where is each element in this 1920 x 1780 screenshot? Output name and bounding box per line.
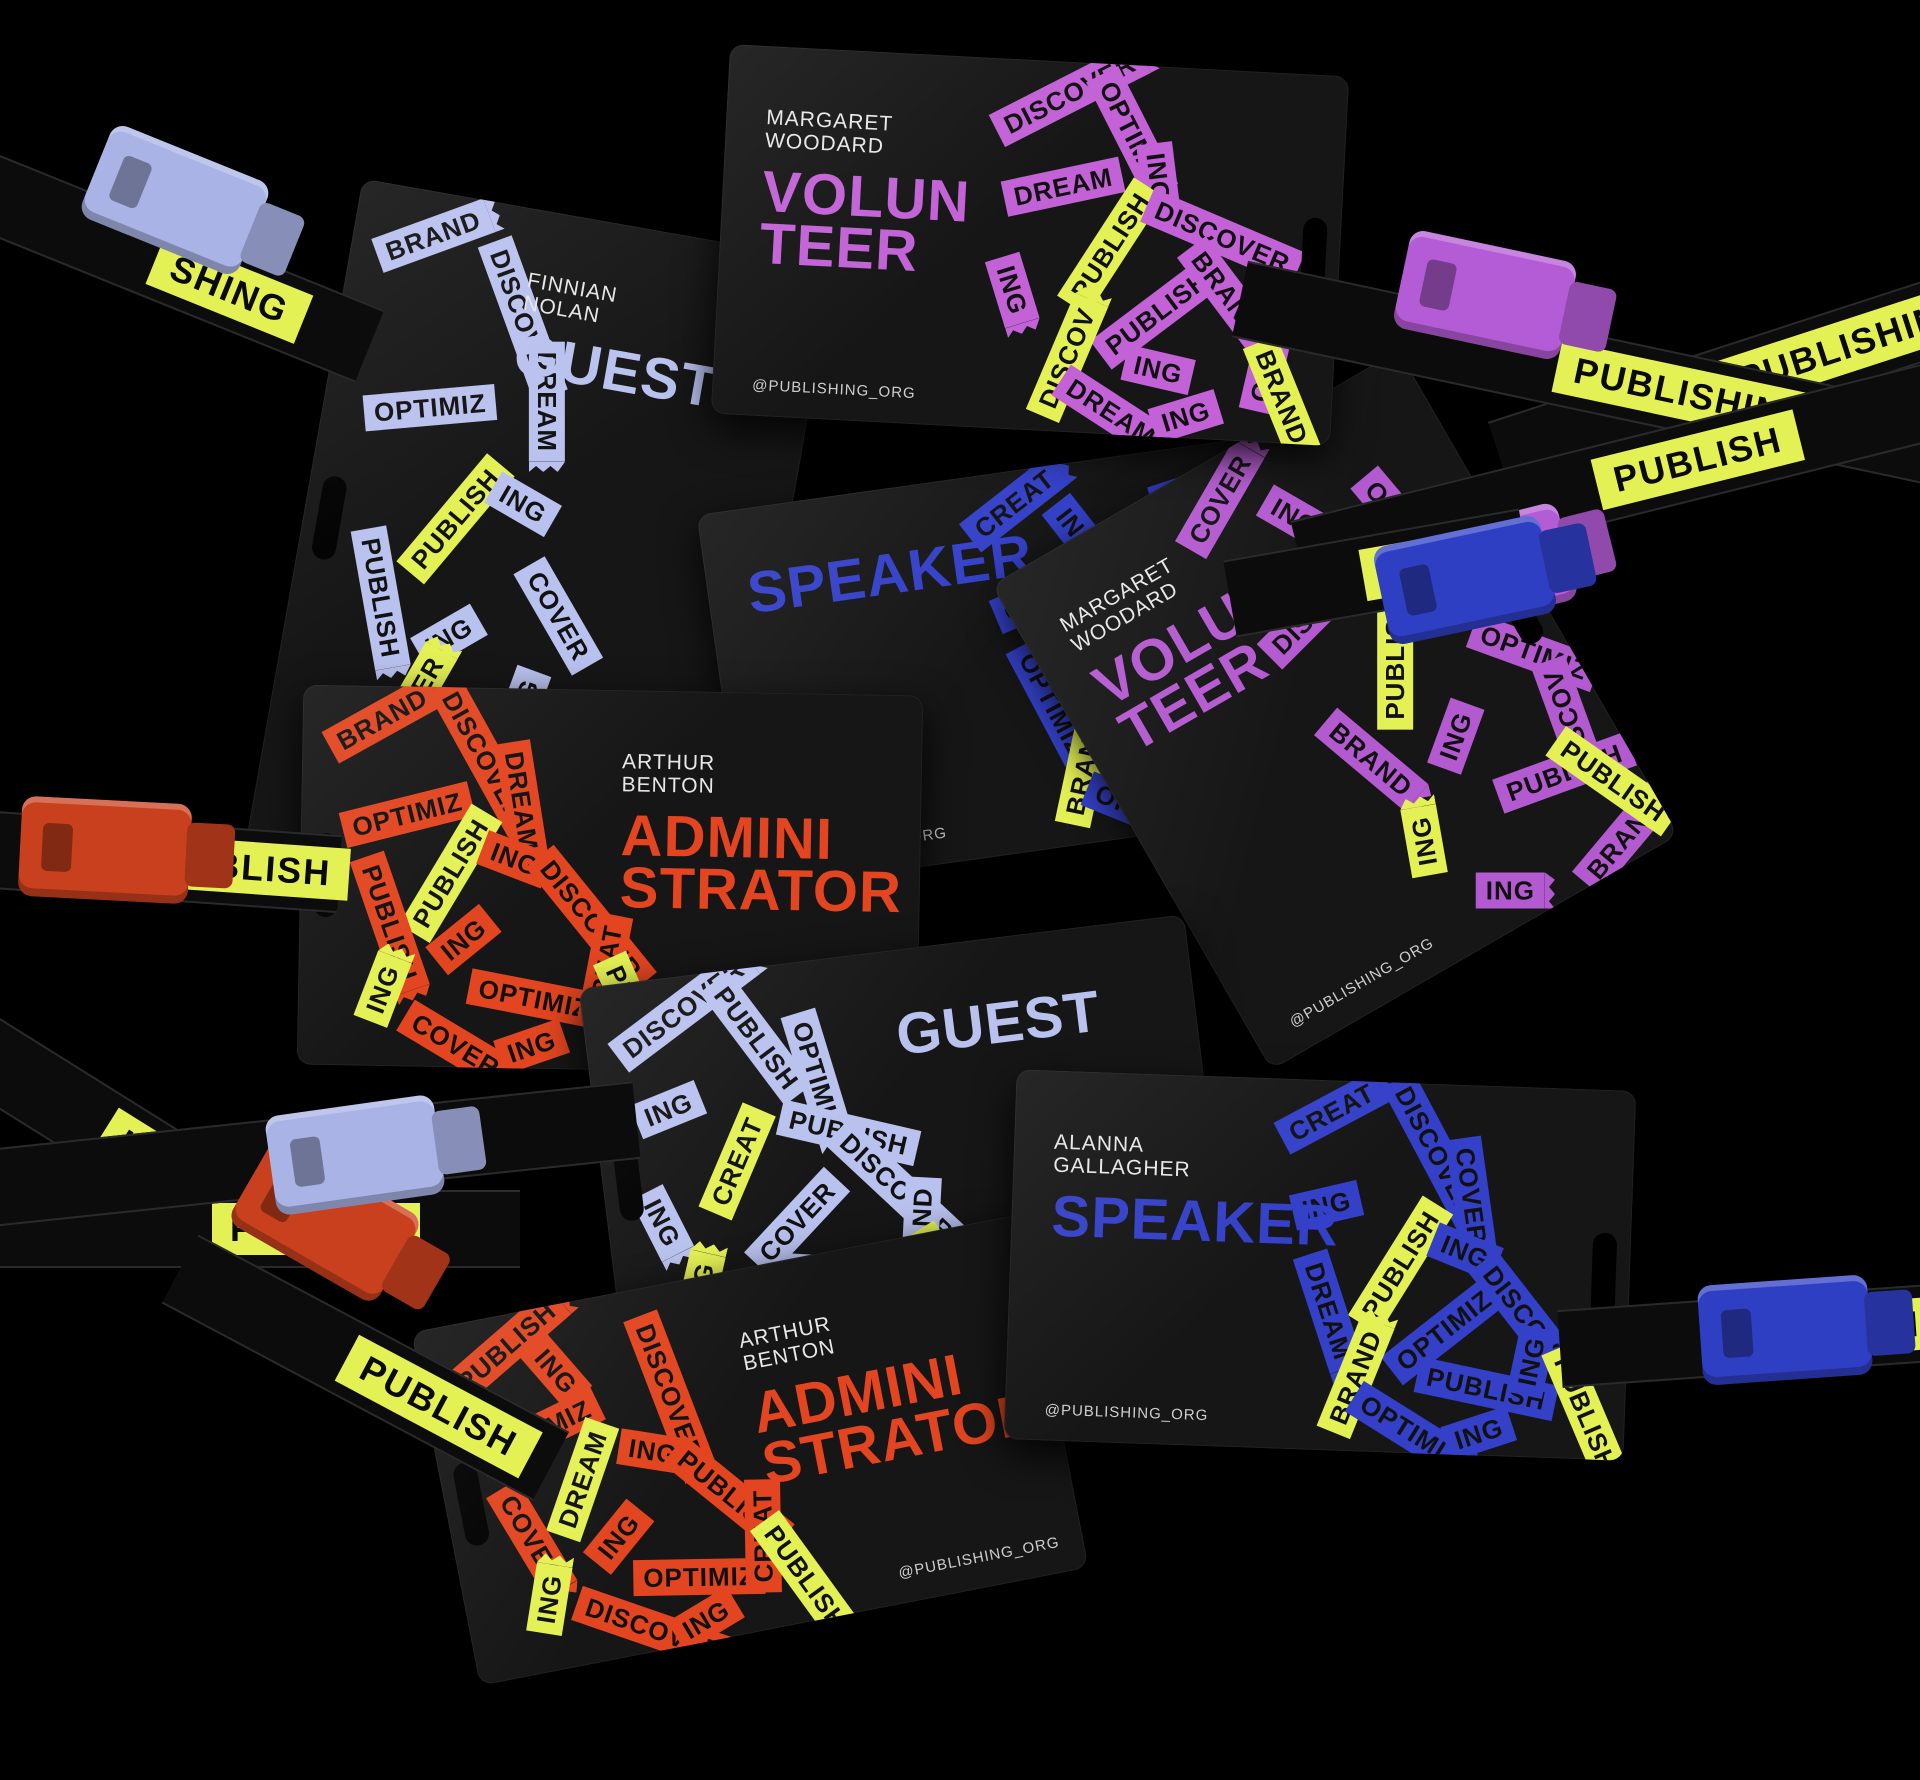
buckle-bar bbox=[289, 1135, 326, 1188]
sticker-ing: ING bbox=[1426, 697, 1484, 775]
badge-role: ADMINI STRATOR bbox=[619, 803, 903, 926]
badge-org-handle: @PUBLISHING_ORG bbox=[751, 376, 917, 403]
badge-role: SPEAKER bbox=[1050, 1183, 1340, 1259]
buckle-bar bbox=[1418, 258, 1458, 312]
sticker-ing: ING bbox=[1399, 804, 1448, 879]
sticker-creat: CREAT bbox=[698, 1102, 776, 1220]
buckle-clip bbox=[1696, 1274, 1916, 1386]
badge-role: GUEST bbox=[892, 978, 1104, 1068]
sticker-cover: COVER bbox=[513, 556, 604, 677]
buckle-bar bbox=[1398, 563, 1438, 617]
buckle-prong bbox=[184, 822, 236, 889]
sticker-publish: PUBLISH bbox=[396, 452, 515, 585]
sticker-ing: ING bbox=[1440, 1405, 1518, 1461]
badge-holder-name: ARTHUR BENTON bbox=[621, 750, 716, 798]
sticker-ing: ING bbox=[1475, 872, 1545, 909]
buckle-bar bbox=[107, 154, 154, 210]
badge-role: VOLUN TEER bbox=[758, 158, 972, 285]
buckle-bar bbox=[40, 822, 74, 873]
sticker-publish: PUBLISH bbox=[350, 525, 411, 671]
lanyard-slot bbox=[1590, 1232, 1618, 1318]
badge-org-handle: @PUBLISHING_ORG bbox=[1044, 1401, 1209, 1425]
sticker-ing: ING bbox=[1147, 389, 1225, 444]
sticker-ing: ING bbox=[1120, 344, 1197, 395]
sticker-optimiz: OPTIMIZ bbox=[362, 384, 498, 432]
sticker-ing: ING bbox=[629, 1079, 708, 1139]
badge-org-handle: @PUBLISHING_ORG bbox=[897, 1533, 1061, 1582]
badge-org-handle: @PUBLISHING_ORG bbox=[1286, 934, 1437, 1031]
buckle-prong bbox=[1863, 1289, 1916, 1357]
sticker-ing: ING bbox=[667, 1586, 746, 1653]
sticker-ing: ING bbox=[493, 1018, 571, 1075]
badge-holder-name: ALANNA GALLAGHER bbox=[1052, 1130, 1192, 1182]
sticker-brand: BRAND bbox=[371, 198, 496, 274]
sticker-ing: ING bbox=[484, 471, 563, 537]
sticker-cover: COVER bbox=[396, 999, 516, 1076]
buckle-clip bbox=[17, 795, 236, 905]
buckle-bar bbox=[1720, 1308, 1754, 1359]
sticker-brand: BRAND bbox=[321, 684, 443, 764]
buckle-prong bbox=[430, 1105, 488, 1176]
